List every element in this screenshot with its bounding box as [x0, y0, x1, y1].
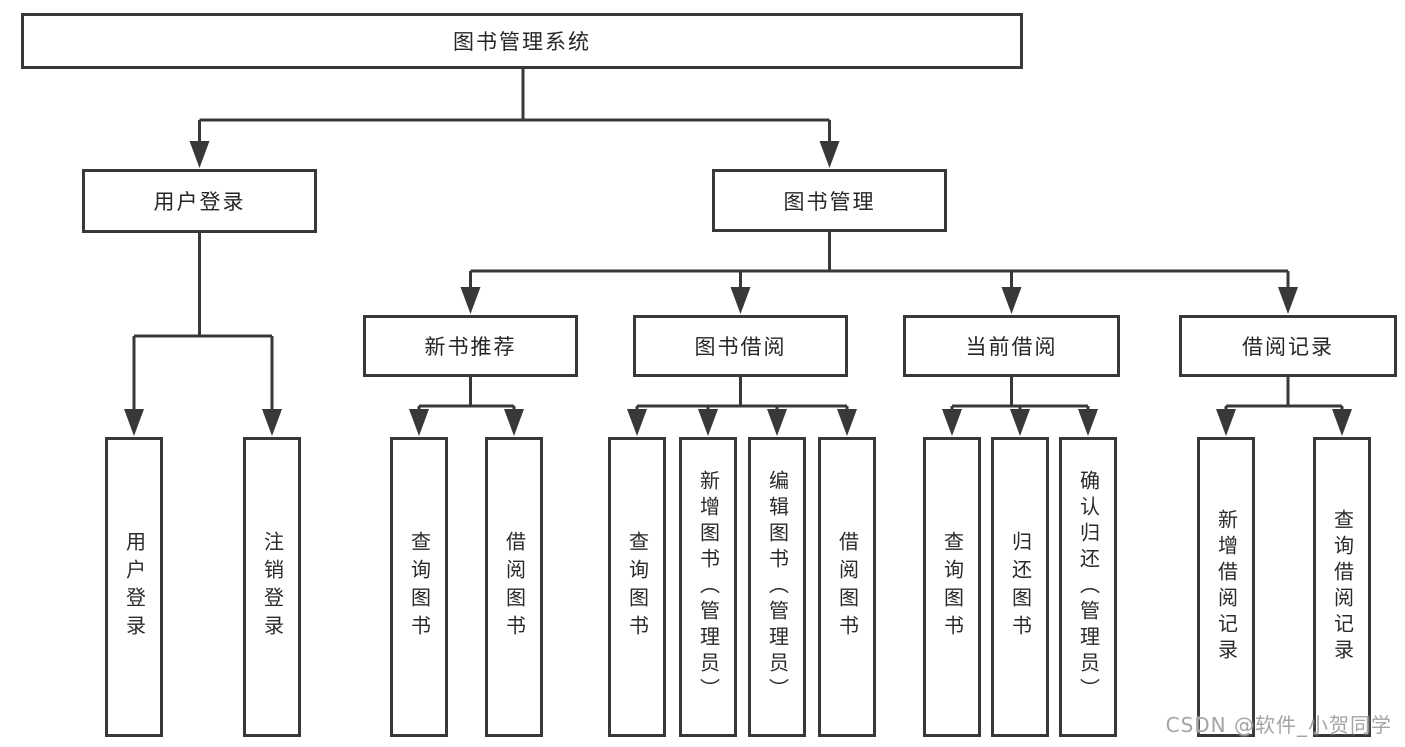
leaf-query-books-borrowing: 查询图书 — [608, 437, 666, 737]
node-book-borrowing: 图书借阅 — [633, 315, 848, 377]
leaf-add-book-admin: 新增图书（管理员） — [679, 437, 737, 737]
node-book-management: 图书管理 — [712, 169, 947, 232]
leaf-edit-book-admin: 编辑图书（管理员） — [748, 437, 806, 737]
leaf-query-books-current: 查询图书 — [923, 437, 981, 737]
leaf-confirm-return-admin: 确认归还（管理员） — [1059, 437, 1117, 737]
leaf-add-book-admin-label: 新增图书（管理员） — [696, 470, 721, 704]
node-library-management-system: 图书管理系统 — [21, 13, 1023, 69]
leaf-return-book: 归还图书 — [991, 437, 1049, 737]
leaf-user-login: 用户登录 — [105, 437, 163, 737]
leaf-query-books-borrowing-label: 查询图书 — [625, 531, 650, 643]
leaf-borrow-books-borrowing-label: 借阅图书 — [835, 531, 860, 643]
leaf-add-borrow-record-label: 新增借阅记录 — [1214, 509, 1239, 665]
leaf-logout-label: 注销登录 — [260, 531, 285, 643]
leaf-query-borrow-record-label: 查询借阅记录 — [1330, 509, 1355, 665]
leaf-query-books-recommend-label: 查询图书 — [407, 531, 432, 643]
leaf-confirm-return-admin-label: 确认归还（管理员） — [1076, 470, 1101, 704]
node-borrowing-records: 借阅记录 — [1179, 315, 1397, 377]
node-current-borrowing: 当前借阅 — [903, 315, 1120, 377]
node-user-login: 用户登录 — [82, 169, 317, 233]
leaf-borrow-books-recommend: 借阅图书 — [485, 437, 543, 737]
leaf-return-book-label: 归还图书 — [1008, 531, 1033, 643]
leaf-borrow-books-borrowing: 借阅图书 — [818, 437, 876, 737]
leaf-borrow-books-recommend-label: 借阅图书 — [502, 531, 527, 643]
leaf-edit-book-admin-label: 编辑图书（管理员） — [765, 470, 790, 704]
node-new-book-recommendation: 新书推荐 — [363, 315, 578, 377]
leaf-query-books-recommend: 查询图书 — [390, 437, 448, 737]
leaf-user-login-label: 用户登录 — [122, 531, 147, 643]
leaf-logout: 注销登录 — [243, 437, 301, 737]
leaf-query-borrow-record: 查询借阅记录 — [1313, 437, 1371, 737]
csdn-watermark: CSDN @软件_小贺同学 — [1165, 713, 1392, 737]
leaf-add-borrow-record: 新增借阅记录 — [1197, 437, 1255, 737]
leaf-query-books-current-label: 查询图书 — [940, 531, 965, 643]
